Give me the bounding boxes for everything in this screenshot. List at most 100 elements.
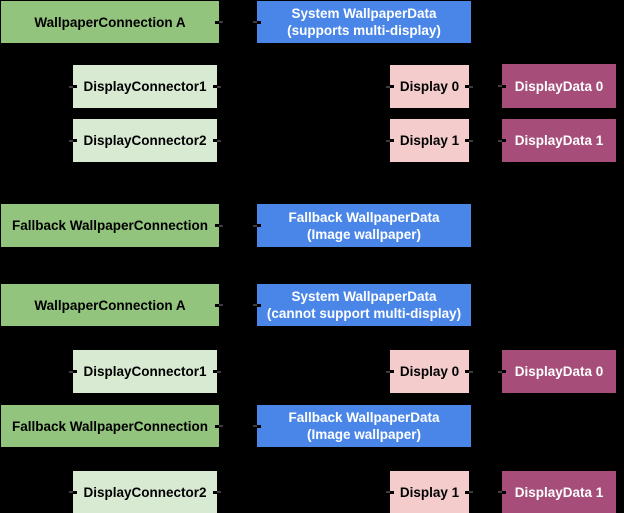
node-label: Fallback WallpaperData: [288, 209, 440, 225]
node-label: Fallback WallpaperData: [288, 410, 440, 425]
connector-line-stub: [257, 424, 261, 428]
connector-line-stub: [257, 224, 261, 227]
connector-line-stub: [469, 370, 473, 373]
connector-line-stub: [498, 370, 502, 373]
system-wallpaper-data-single: System WallpaperData (cannot support mult…: [253, 284, 471, 326]
node-label: Fallback WallpaperConnection: [11, 418, 209, 434]
connector-line-stub: [69, 370, 73, 373]
connector-line-stub: [465, 85, 469, 88]
node-label: Display 1: [399, 133, 460, 148]
node-label: DisplayData 1: [514, 484, 604, 500]
connector-line-stub: [253, 425, 257, 427]
connector-line-stub: [73, 370, 77, 373]
connector-line-stub: [219, 21, 223, 23]
node-label: Display 1: [399, 484, 460, 500]
display-connector-2-a: DisplayConnector2: [69, 119, 221, 162]
connector-line-stub: [213, 370, 217, 373]
display-connector-1-a: DisplayConnector1: [69, 65, 221, 108]
connector-line-stub: [213, 85, 217, 88]
fallback-wallpaper-connection-b: Fallback WallpaperConnection: [1, 405, 223, 447]
connector-line-stub: [257, 20, 261, 24]
display-0-a: Display 0: [386, 65, 473, 108]
connector-line-stub: [219, 304, 223, 306]
connector-line-stub: [215, 224, 219, 227]
connector-line-stub: [386, 85, 390, 88]
display-0-b: Display 0: [386, 350, 473, 393]
connector-line-stub: [498, 139, 502, 142]
connector-line-stub: [502, 84, 506, 88]
node-label: (cannot support multi-display): [266, 306, 462, 321]
connector-line-stub: [215, 303, 219, 307]
node-label: WallpaperConnection A: [34, 14, 186, 30]
node-label: DisplayData 0: [514, 78, 604, 94]
connector-line-stub: [469, 139, 473, 142]
connector-line-stub: [73, 490, 77, 494]
connector-line-stub: [253, 304, 257, 306]
fallback-wallpaper-connection-a: Fallback WallpaperConnection: [1, 204, 223, 247]
node-label: DisplayData 0: [514, 364, 604, 379]
connector-line-stub: [386, 139, 390, 142]
node-label: (Image wallpaper): [306, 427, 422, 442]
connector-line-stub: [73, 139, 77, 142]
node-label: DisplayData 1: [514, 133, 604, 148]
connector-line-stub: [498, 491, 502, 493]
node-label: DisplayConnector1: [83, 364, 207, 379]
connector-line-stub: [386, 370, 390, 373]
connector-line-stub: [390, 370, 394, 373]
display-connector-2-b: DisplayConnector2: [69, 471, 221, 513]
node-label: (Image wallpaper): [306, 226, 422, 242]
connector-line-stub: [502, 370, 506, 373]
connector-line-stub: [498, 85, 502, 87]
connector-line-stub: [390, 139, 394, 142]
node-label: DisplayConnector2: [83, 133, 207, 148]
node-label: Display 0: [399, 79, 460, 94]
connector-line-stub: [502, 139, 506, 142]
node-label: (supports multi-display): [287, 23, 441, 38]
node-label: System WallpaperData: [291, 6, 437, 21]
display-data-0-b: DisplayData 0: [498, 350, 616, 393]
node-label: Fallback WallpaperConnection: [11, 218, 209, 233]
connector-line-stub: [217, 370, 221, 373]
connector-line-stub: [69, 139, 73, 142]
connector-line-stub: [73, 85, 77, 88]
node-label: DisplayConnector2: [83, 484, 207, 500]
connector-line-stub: [217, 85, 221, 88]
node-label: DisplayConnector1: [83, 79, 207, 94]
connector-line-stub: [465, 370, 469, 373]
display-1-b: Display 1: [386, 471, 473, 513]
connector-line-stub: [217, 491, 221, 493]
connector-line-stub: [213, 139, 217, 142]
connector-line-stub: [390, 85, 394, 88]
node-label: WallpaperConnection A: [34, 297, 186, 313]
wallpaper-connection-a-2: WallpaperConnection A: [1, 284, 223, 326]
connector-line-stub: [386, 491, 390, 493]
connector-line-stub: [215, 424, 219, 428]
connector-line-stub: [253, 21, 257, 23]
fallback-wallpaper-data-a: Fallback WallpaperData(Image wallpaper): [253, 204, 471, 247]
display-data-1-a: DisplayData 1: [498, 119, 616, 162]
display-1-a: Display 1: [386, 119, 473, 162]
connector-line-stub: [215, 20, 219, 24]
connector-line-stub: [502, 490, 506, 494]
connector-line-stub: [219, 224, 223, 227]
connector-line-stub: [469, 491, 473, 493]
connector-line-stub: [69, 491, 73, 493]
connector-line-stub: [257, 303, 261, 307]
fallback-wallpaper-data-b: Fallback WallpaperData (Image wallpaper): [253, 405, 471, 447]
connector-line-stub: [253, 224, 257, 227]
node-label: System WallpaperData: [291, 289, 437, 304]
connector-line-stub: [465, 139, 469, 142]
display-data-0-a: DisplayData 0: [498, 64, 616, 108]
connector-line-stub: [390, 490, 394, 494]
display-connector-1-b: DisplayConnector1: [69, 350, 221, 393]
connector-line-stub: [219, 425, 223, 427]
system-wallpaper-data-multi: System WallpaperData (supports multi-disp…: [253, 1, 471, 43]
connector-line-stub: [217, 139, 221, 142]
connector-line-stub: [469, 85, 473, 88]
connector-line-stub: [213, 490, 217, 494]
node-label: Display 0: [399, 364, 460, 379]
connector-line-stub: [69, 85, 73, 88]
display-data-1-b: DisplayData 1: [498, 471, 616, 513]
connector-line-stub: [465, 490, 469, 494]
